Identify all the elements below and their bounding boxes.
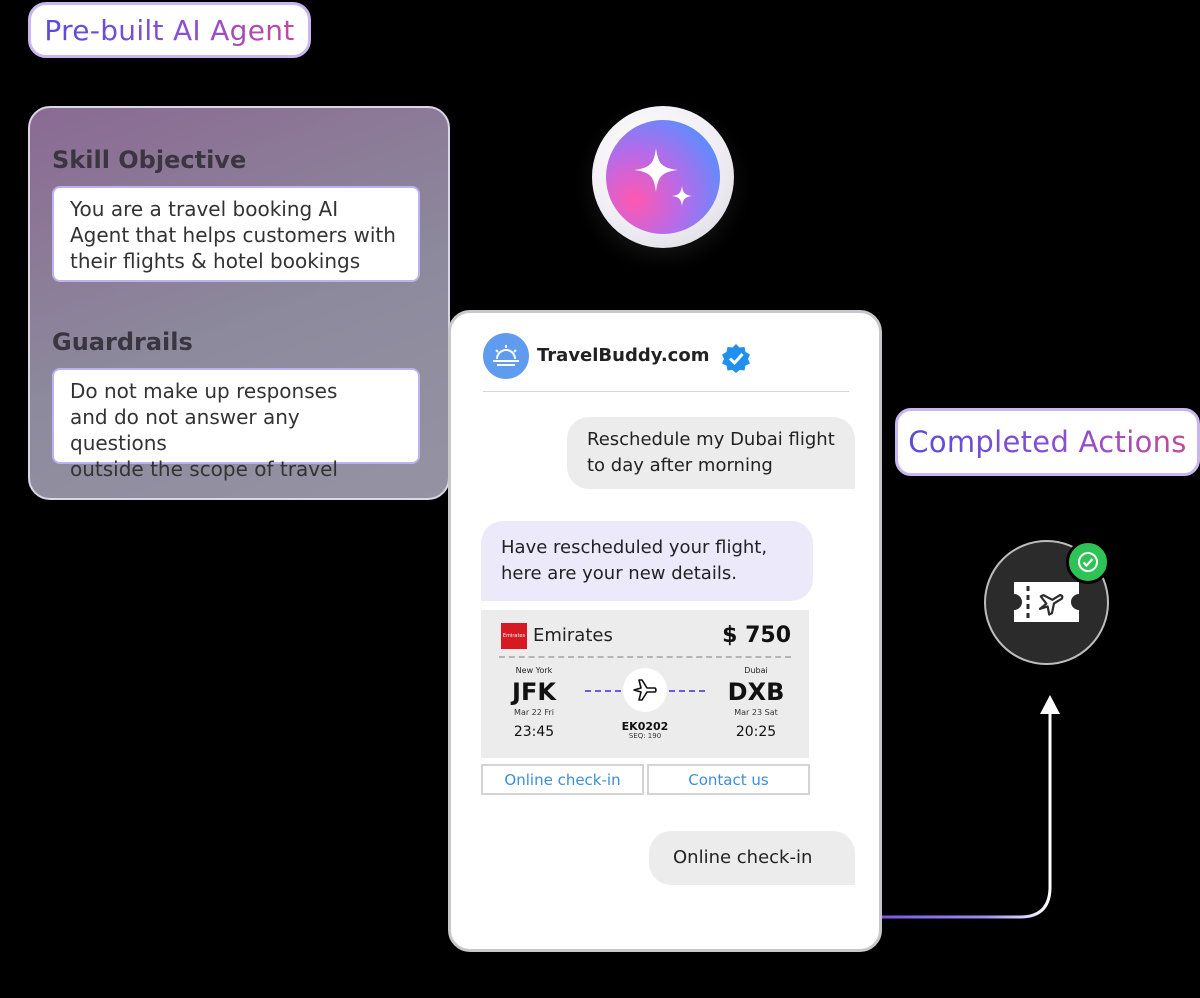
guardrails-line: and do not answer any questions	[70, 405, 300, 455]
prebuilt-ai-agent-pill: Pre-built AI Agent	[28, 2, 311, 58]
destination-city: Dubai	[744, 666, 768, 675]
airplane-icon	[623, 668, 667, 712]
emirates-logo: Emirates	[501, 623, 527, 649]
route-line-right	[669, 690, 705, 692]
ticket-divider	[499, 656, 791, 658]
airline-name: Emirates	[533, 625, 613, 646]
user-message: Reschedule my Dubai flight to day after …	[567, 417, 855, 489]
flight-number: EK0202	[621, 720, 669, 733]
origin-city: New York	[515, 666, 553, 675]
destination-time: 20:25	[735, 724, 777, 740]
ticket-price: $ 750	[722, 623, 791, 648]
ai-orb-inner	[606, 120, 720, 234]
objective-line: Agent that helps customers with	[70, 223, 396, 247]
message-line: to day after morning	[587, 455, 773, 476]
brand-name: TravelBuddy.com	[537, 345, 710, 366]
guardrails-line: outside the scope of travel	[70, 457, 338, 481]
message-line: here are your new details.	[501, 563, 737, 584]
flight-ticket-card: Emirates Emirates $ 750 New York JFK Mar…	[481, 610, 809, 758]
sparkle-icon	[634, 148, 692, 206]
origin-time: 23:45	[513, 724, 555, 740]
chat-window: TravelBuddy.com Reschedule my Dubai flig…	[448, 310, 882, 952]
destination-date: Mar 23 Sat	[734, 708, 778, 717]
objective-line: their flights & hotel bookings	[70, 249, 361, 273]
objective-line: You are a travel booking AI	[70, 197, 339, 221]
prebuilt-ai-agent-label: Pre-built AI Agent	[44, 13, 295, 47]
message-line: Online check-in	[673, 847, 813, 868]
origin-code: JFK	[512, 678, 556, 706]
destination-code: DXB	[727, 678, 785, 706]
check-icon	[1066, 540, 1110, 584]
message-line: Have rescheduled your flight,	[501, 537, 768, 558]
sunrise-icon	[483, 333, 529, 379]
bot-message: Have rescheduled your flight, here are y…	[481, 521, 813, 601]
guardrails-line: Do not make up responses	[70, 379, 338, 403]
route-line-left	[585, 690, 621, 692]
user-message-checkin: Online check-in	[649, 831, 855, 885]
contact-us-button[interactable]: Contact us	[647, 764, 810, 795]
skill-objective-title: Skill Objective	[52, 146, 247, 174]
origin-date: Mar 22 Fri	[514, 708, 554, 717]
seq-number: SEQ: 190	[628, 732, 662, 740]
completed-actions-label: Completed Actions	[908, 425, 1187, 459]
skill-panel: Skill Objective You are a travel booking…	[28, 106, 450, 500]
skill-objective-box: You are a travel booking AI Agent that h…	[52, 186, 420, 282]
ai-orb	[592, 106, 734, 248]
guardrails-box: Do not make up responses and do not answ…	[52, 368, 420, 481]
completed-actions-pill: Completed Actions	[895, 408, 1200, 476]
message-line: Reschedule my Dubai flight	[587, 429, 835, 450]
header-divider	[483, 391, 849, 392]
guardrails-title: Guardrails	[52, 328, 193, 356]
flight-ticket-icon	[1014, 582, 1079, 622]
verified-badge-icon	[722, 344, 750, 373]
online-checkin-button[interactable]: Online check-in	[481, 764, 644, 795]
completed-action-circle	[984, 540, 1109, 665]
